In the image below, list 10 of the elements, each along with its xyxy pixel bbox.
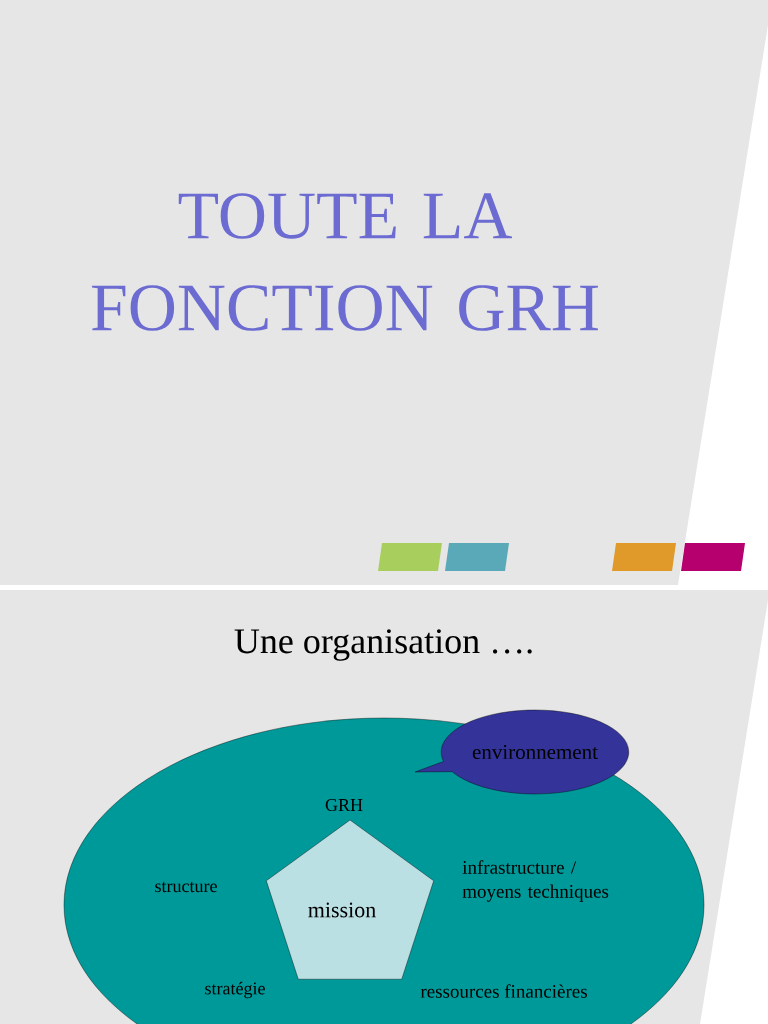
pentagon	[266, 819, 434, 980]
vertex-label: infrastructure / moyens techniques	[462, 860, 609, 902]
speech-bubble: environnement	[414, 709, 629, 795]
vertex-label: GRH	[325, 798, 363, 812]
slide-heading: Une organisation ….	[234, 629, 532, 661]
vertex-label: stratégie	[205, 981, 265, 999]
slide-title: TOUTE LA FONCTION GRH	[91, 193, 598, 331]
node-text: mission	[308, 902, 376, 918]
vertex-label: ressources financières	[420, 984, 587, 998]
vertex-label: structure	[155, 881, 217, 893]
